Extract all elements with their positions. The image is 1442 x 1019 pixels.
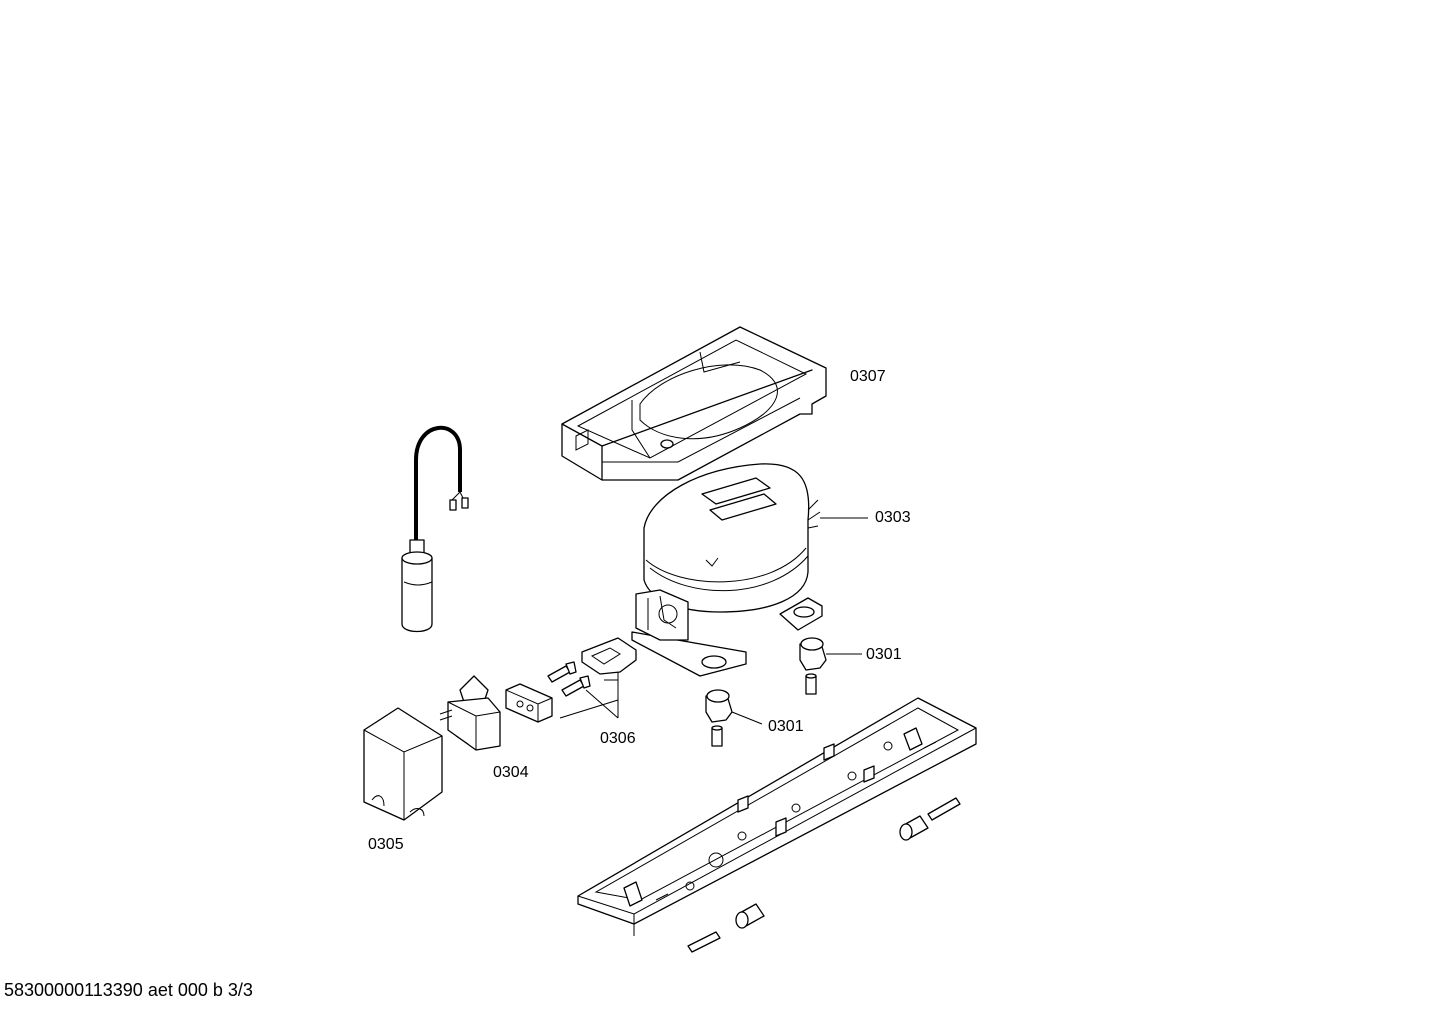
label-0307: 0307 <box>850 368 886 385</box>
label-0304: 0304 <box>493 764 529 781</box>
relay-part <box>439 675 501 751</box>
pin-lower-part <box>687 931 721 953</box>
grommet-upper-part <box>799 637 827 695</box>
capacitor-part <box>401 425 469 633</box>
label-0301-lower: 0301 <box>768 718 804 735</box>
drawing-reference: 58300000113390 aet 000 b 3/3 <box>4 980 253 1000</box>
roller-upper-part <box>899 815 929 841</box>
relay-cover-part <box>363 707 443 821</box>
label-0306: 0306 <box>600 730 636 747</box>
compressor-part <box>631 463 823 677</box>
label-0301-upper: 0301 <box>866 646 902 663</box>
drip-tray-part <box>561 326 827 481</box>
base-rail-part <box>577 697 977 936</box>
bracket-screws-part <box>505 637 637 723</box>
label-0303: 0303 <box>875 509 911 526</box>
pin-upper-part <box>927 797 961 821</box>
grommet-lower-part <box>705 689 733 747</box>
roller-lower-part <box>735 903 765 929</box>
label-0305: 0305 <box>368 836 404 853</box>
